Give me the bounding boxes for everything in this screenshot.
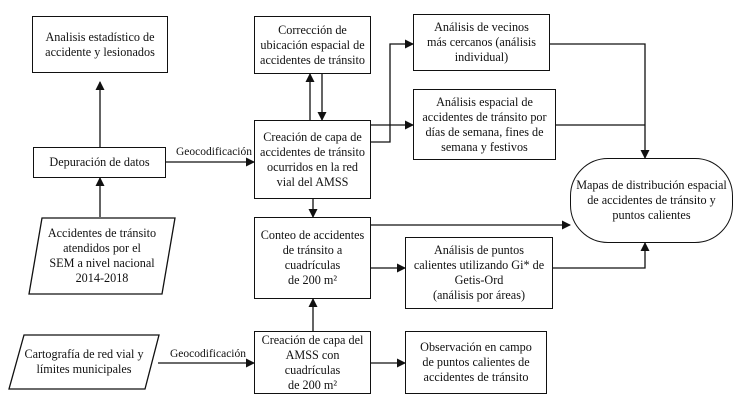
node-creacion-capa: Creación de capa de accidentes de tránsi…	[254, 120, 371, 199]
node-creacion-capa-amss-label: Creación de capa del AMSS con cuadrícula…	[261, 332, 364, 392]
node-analisis-espacial: Análisis espacial de accidentes de tráns…	[413, 89, 556, 160]
node-accidentes-sem-label: Accidentes de tránsito atendidos por el …	[47, 226, 157, 285]
node-depuracion: Depuración de datos	[33, 147, 166, 178]
node-analisis-estadistico-label: Analisis estadístico de accidente y lesi…	[45, 29, 155, 59]
node-cartografia: Cartografía de red vial y límites munici…	[8, 334, 160, 390]
node-correccion: Corrección de ubicación espacial de acci…	[254, 16, 371, 74]
arrow-vecinos-to-mapas	[550, 43, 650, 159]
node-accidentes-sem: Accidentes de tránsito atendidos por el …	[28, 217, 176, 295]
node-vecinos: Análisis de vecinos más cercanos (anális…	[413, 14, 550, 71]
node-observacion: Observación en campo de puntos calientes…	[405, 331, 547, 394]
node-creacion-capa-amss: Creación de capa del AMSS con cuadrícula…	[254, 331, 371, 394]
edge-label-geocodificacion-top: Geocodificación	[176, 146, 252, 158]
parallelogram-shape	[28, 217, 176, 295]
arrow-creacion-to-vecinos	[371, 39, 414, 143]
node-conteo-label: Conteo de accidentes de tránsito a cuadr…	[260, 228, 365, 287]
node-mapas-label: Mapas de distribución espacial de accide…	[576, 178, 727, 222]
parallelogram-shape	[8, 334, 160, 390]
node-vecinos-label: Análisis de vecinos más cercanos (anális…	[427, 20, 536, 64]
node-depuracion-label: Depuración de datos	[49, 155, 150, 169]
node-analisis-espacial-label: Análisis espacial de accidentes de tráns…	[422, 94, 547, 154]
arrow-puntos-to-mapas	[553, 242, 650, 269]
node-analisis-estadistico: Analisis estadístico de accidente y lesi…	[32, 16, 168, 73]
node-creacion-capa-label: Creación de capa de accidentes de tránsi…	[260, 129, 365, 189]
node-puntos-calientes-label: Análisis de puntos calientes utilizando …	[413, 243, 545, 302]
node-cartografia-label: Cartografía de red vial y límites munici…	[24, 347, 144, 376]
node-correccion-label: Corrección de ubicación espacial de acci…	[260, 22, 365, 67]
node-puntos-calientes: Análisis de puntos calientes utilizando …	[405, 237, 553, 309]
edge-label-geocodificacion-bottom: Geocodificación	[170, 348, 246, 360]
node-mapas: Mapas de distribución espacial de accide…	[570, 158, 733, 243]
node-observacion-label: Observación en campo de puntos calientes…	[420, 340, 532, 384]
node-conteo: Conteo de accidentes de tránsito a cuadr…	[254, 217, 371, 299]
